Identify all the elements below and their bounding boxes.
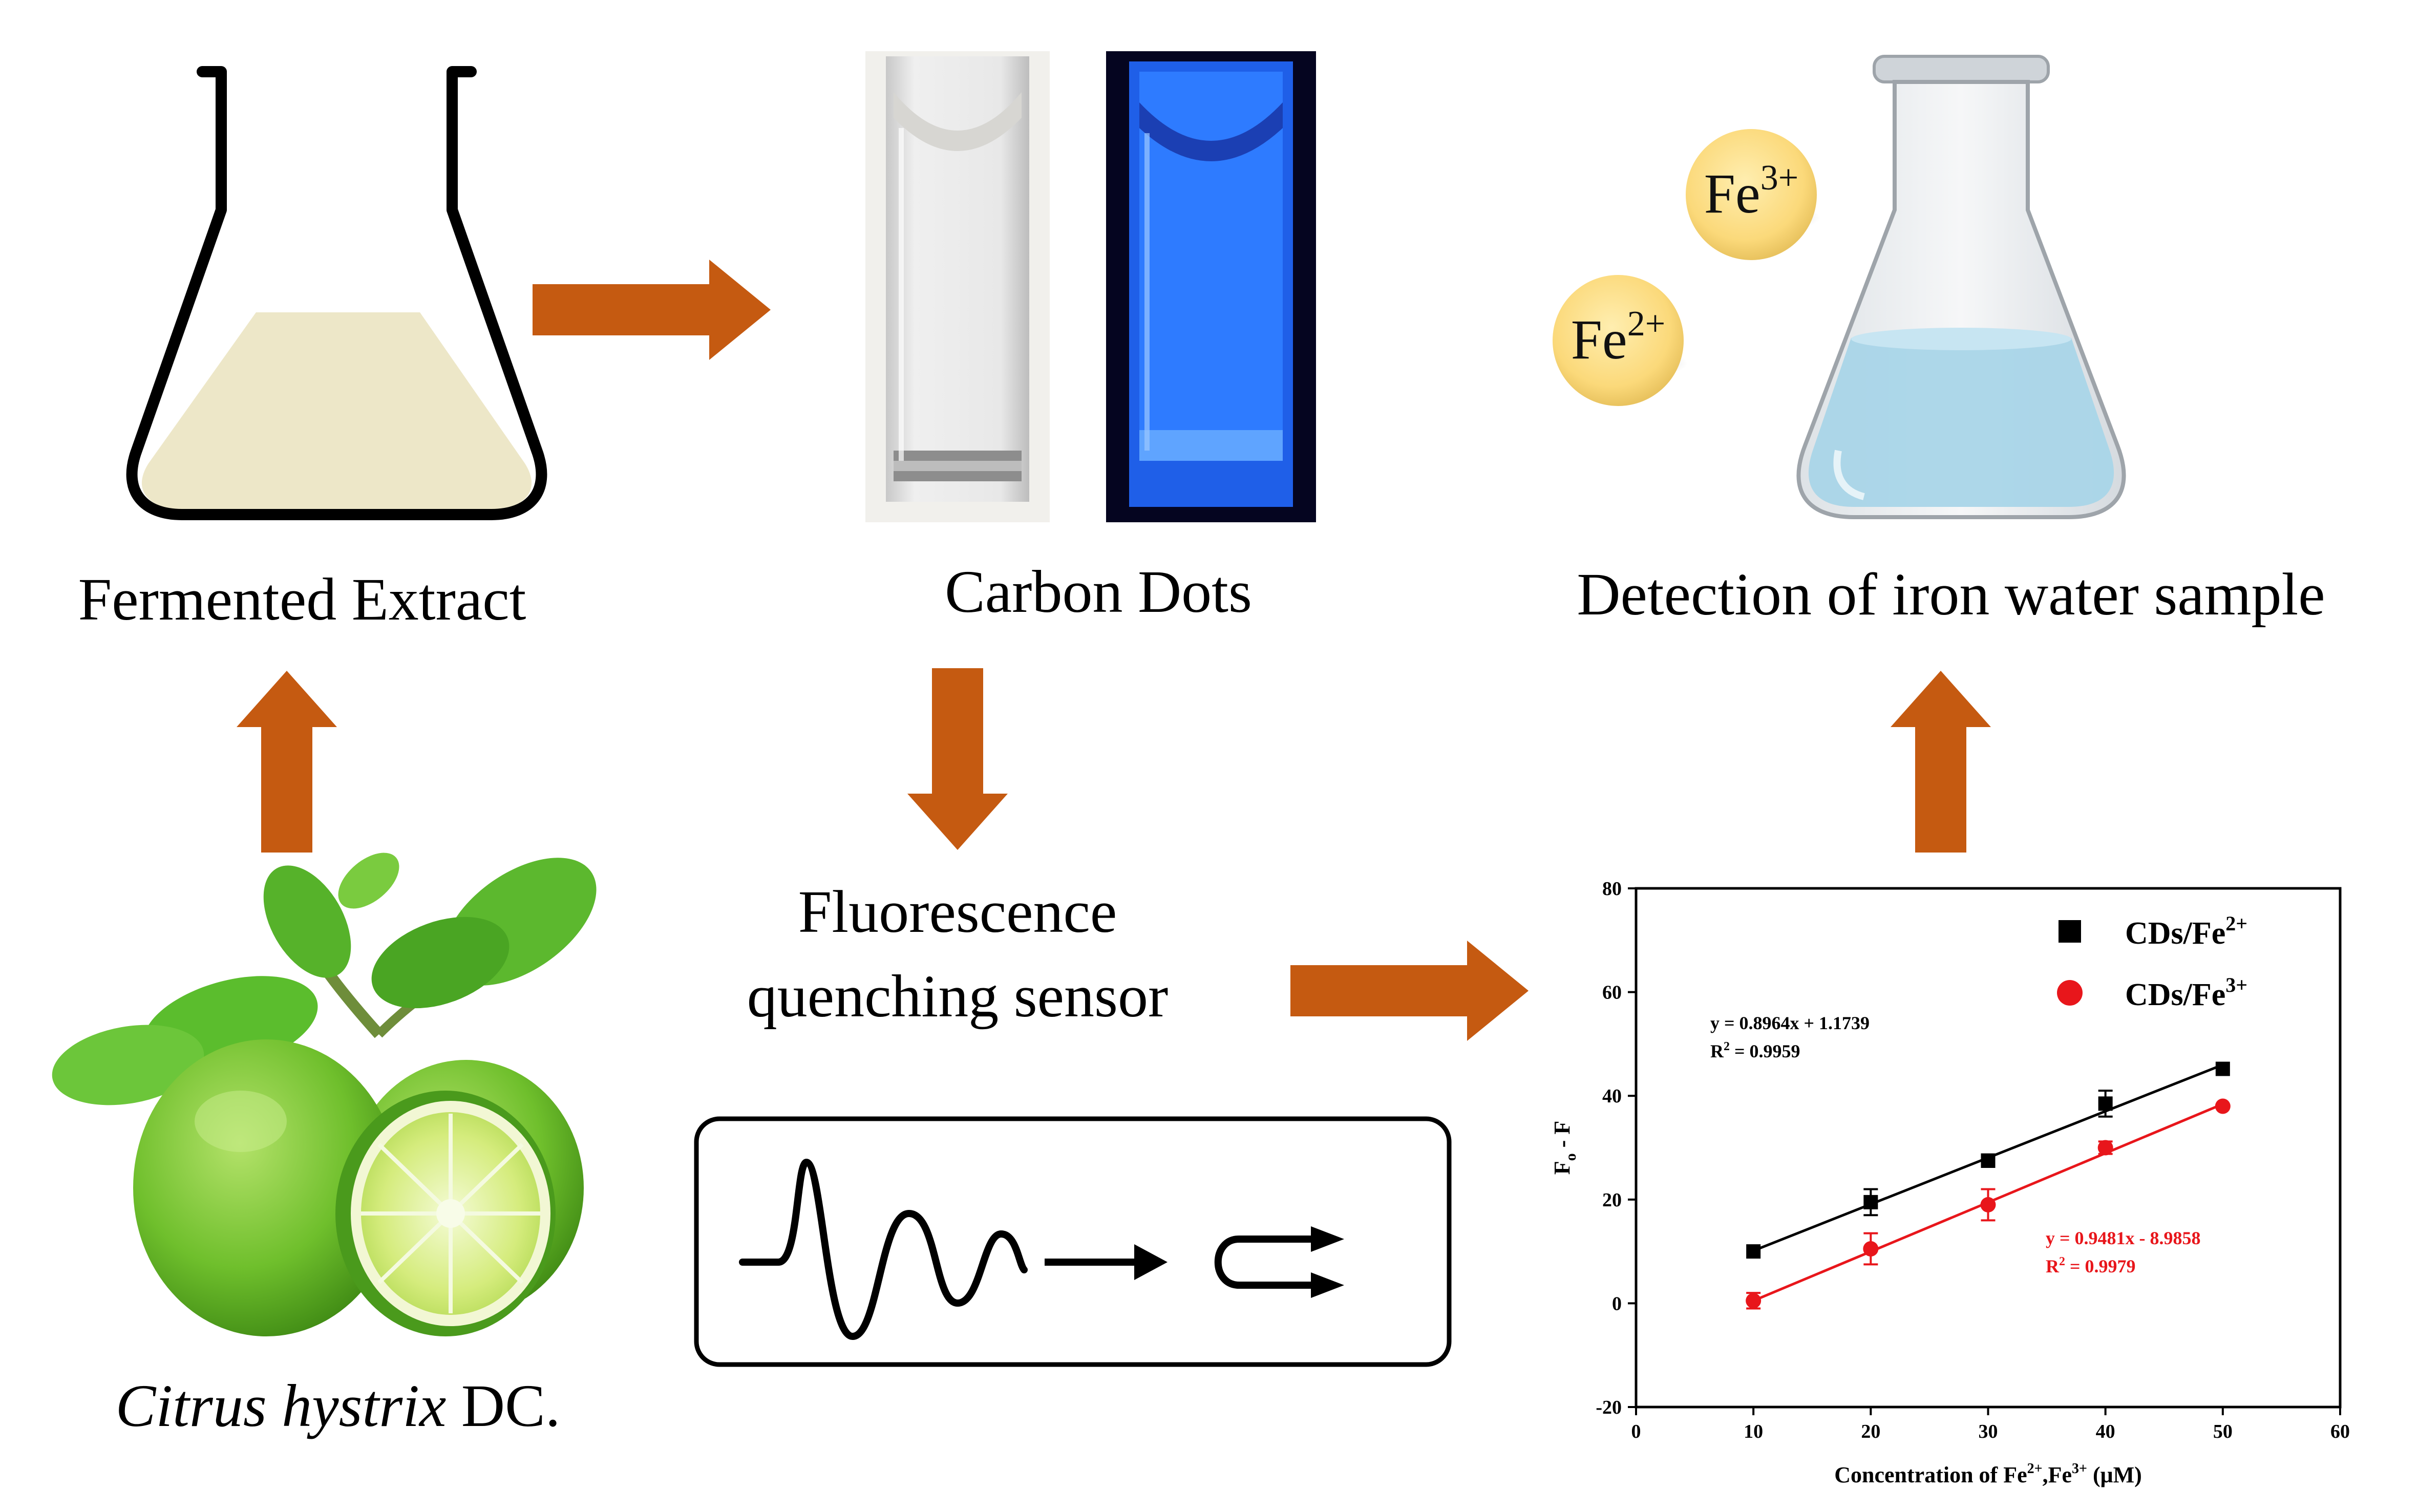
data-point-series-2 bbox=[1746, 1293, 1762, 1309]
x-tick-label: 60 bbox=[2330, 1421, 2350, 1442]
data-point-series-1 bbox=[1746, 1244, 1761, 1259]
y-tick-label: 80 bbox=[1602, 878, 1622, 900]
fit-r2-series-2: R2 = 0.9979 bbox=[2046, 1255, 2136, 1276]
kaffir-lime-image bbox=[52, 853, 597, 1336]
data-point-series-1 bbox=[2215, 1061, 2230, 1076]
calibration-chart: 0 10 20 30 40 50 60 -20 0 20 40 60 80 CDs/Fe2+ CDs/Fe… bbox=[1550, 878, 2350, 1487]
detection-label: Detection of iron water sample bbox=[1577, 561, 2325, 628]
data-point-series-1 bbox=[2098, 1096, 2113, 1111]
y-tick-label: -20 bbox=[1596, 1397, 1622, 1418]
fluorescence-label-line2: quenching sensor bbox=[747, 963, 1169, 1030]
x-tick-label: 20 bbox=[1861, 1421, 1880, 1442]
water-sample-flask-icon bbox=[1796, 55, 2126, 519]
data-point-series-1 bbox=[1863, 1195, 1878, 1209]
x-tick-label: 0 bbox=[1631, 1421, 1641, 1442]
quenching-schematic bbox=[694, 1116, 1452, 1367]
fe2-ion-base: Fe bbox=[1571, 308, 1627, 371]
chart-x-axis-label: Concentration of Fe2+,Fe3+ (μM) bbox=[1834, 1461, 2142, 1487]
x-tick-label: 10 bbox=[1744, 1421, 1763, 1442]
arrow-sensor-to-chart bbox=[1290, 941, 1529, 1041]
fe3-ion-charge: 3+ bbox=[1760, 158, 1798, 198]
legend-marker-series-1 bbox=[2059, 920, 2081, 943]
data-point-series-2 bbox=[2215, 1098, 2231, 1114]
data-point-series-2 bbox=[1863, 1241, 1879, 1257]
species-authority: DC. bbox=[446, 1372, 560, 1439]
quench-arrow-icon bbox=[1045, 1244, 1168, 1280]
process-arrows bbox=[237, 260, 1991, 1041]
legend-label-series-1: CDs/Fe2+ bbox=[2125, 912, 2247, 951]
data-point-series-2 bbox=[1980, 1197, 1996, 1212]
arrow-dots-to-sensor bbox=[907, 668, 1008, 850]
y-tick-label: 40 bbox=[1602, 1085, 1622, 1107]
fit-equation-series-1: y = 0.8964x + 1.1739 bbox=[1710, 1013, 1870, 1033]
x-tick-label: 40 bbox=[2096, 1421, 2115, 1442]
fluorescence-wave-icon bbox=[739, 1159, 1028, 1340]
x-tick-label: 50 bbox=[2213, 1421, 2233, 1442]
data-point-series-2 bbox=[2097, 1140, 2113, 1156]
data-point-series-1 bbox=[1981, 1153, 1996, 1168]
fit-r2-series-1: R2 = 0.9959 bbox=[1710, 1040, 1800, 1061]
y-tick-label: 60 bbox=[1602, 982, 1622, 1004]
cuvette-daylight-image bbox=[865, 51, 1050, 522]
fe3-ion-base: Fe bbox=[1704, 162, 1760, 225]
x-tick-label: 30 bbox=[1979, 1421, 1998, 1442]
y-tick-label: 0 bbox=[1612, 1293, 1622, 1314]
fluorescence-label-line1: Fluorescence bbox=[798, 878, 1117, 945]
fe2-ion-charge: 2+ bbox=[1627, 304, 1665, 344]
arrow-chart-to-detection bbox=[1891, 671, 1991, 853]
chart-plot-frame bbox=[1635, 887, 2342, 1409]
chart-y-axis-label: Fo - F bbox=[1550, 1121, 1579, 1175]
legend-marker-series-2 bbox=[2057, 980, 2083, 1006]
cuvette-fluorescent-image bbox=[1106, 51, 1316, 522]
fit-equation-series-2: y = 0.9481x - 8.9858 bbox=[2046, 1228, 2201, 1248]
y-tick-label: 20 bbox=[1602, 1189, 1622, 1211]
legend-label-series-2: CDs/Fe3+ bbox=[2125, 973, 2247, 1012]
arrow-lime-to-extract bbox=[237, 671, 337, 853]
species-name: Citrus hystrix bbox=[116, 1372, 447, 1439]
svg-text:Fe2+: Fe2+ bbox=[1571, 304, 1665, 371]
fermented-extract-label: Fermented Extract bbox=[78, 566, 526, 633]
species-label: Citrus hystrix DC. bbox=[116, 1372, 561, 1439]
fermented-extract-flask-icon bbox=[126, 66, 547, 520]
arrow-extract-to-dots bbox=[533, 260, 771, 360]
svg-text:Fe3+: Fe3+ bbox=[1704, 158, 1798, 225]
carbon-dots-label: Carbon Dots bbox=[945, 558, 1252, 625]
fe3-ion-icon: Fe3+ bbox=[1686, 129, 1820, 260]
fe2-ion-icon: Fe2+ bbox=[1553, 275, 1687, 406]
u-turn-arrows-icon bbox=[1214, 1226, 1344, 1298]
